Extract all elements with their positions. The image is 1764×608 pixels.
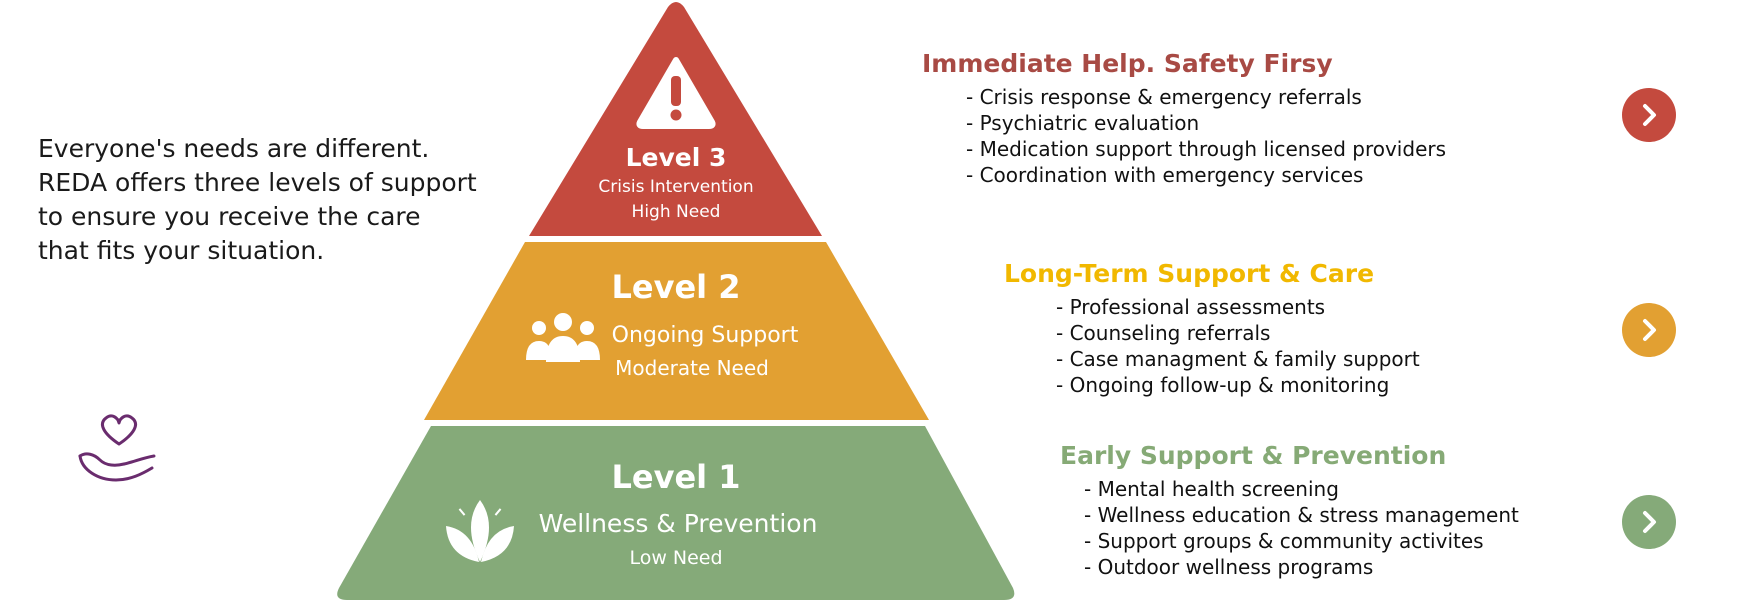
list-item: - Medication support through licensed pr…: [966, 137, 1447, 161]
list-item: - Psychiatric evaluation: [966, 111, 1200, 135]
list-item: - Support groups & community activites: [1084, 529, 1484, 553]
list-item: - Mental health screening: [1084, 477, 1339, 501]
lotus-icon: [446, 500, 514, 562]
list-item: - Coordination with emergency services: [966, 163, 1364, 187]
intro-text: Everyone's needs are different. REDA off…: [38, 134, 477, 265]
level3-title: Level 3: [626, 143, 727, 172]
hand-heart-icon: [78, 414, 156, 482]
bullet-list-level2: - Professional assessments - Counseling …: [1056, 294, 1420, 398]
section-long-term-support: Long-Term Support & Care - Professional …: [1004, 258, 1420, 398]
level3-arrow-button[interactable]: [1622, 88, 1676, 142]
level2-line1: Ongoing Support: [612, 323, 799, 348]
list-item: - Ongoing follow-up & monitoring: [1056, 373, 1390, 397]
level2-line2: Moderate Need: [615, 356, 769, 380]
chevron-right-icon: [1643, 511, 1656, 533]
level1-line2: Low Need: [629, 547, 722, 569]
level2-title: Level 2: [611, 268, 740, 306]
pyramid-level-1: Level 1 Wellness & Prevention Low Need: [337, 426, 1015, 600]
chevron-right-icon: [1643, 319, 1656, 341]
warning-icon: [636, 57, 716, 129]
section-early-support: Early Support & Prevention - Mental heal…: [1060, 440, 1519, 580]
list-item: - Professional assessments: [1056, 295, 1326, 319]
people-icon: [526, 313, 600, 362]
bullet-list-level3: - Crisis response & emergency referrals …: [966, 84, 1446, 188]
list-item: - Outdoor wellness programs: [1084, 555, 1374, 579]
section-immediate-help: Immediate Help. Safety Firsy - Crisis re…: [922, 48, 1446, 188]
level2-arrow-button[interactable]: [1622, 303, 1676, 357]
list-item: - Case managment & family support: [1056, 347, 1420, 371]
pyramid-level-2: Level 2 Ongoing Support Moderate Need: [424, 242, 929, 420]
list-item: - Crisis response & emergency referrals: [966, 85, 1362, 109]
level3-line2: High Need: [632, 202, 721, 222]
list-item: - Counseling referrals: [1056, 321, 1271, 345]
level1-title: Level 1: [611, 458, 740, 496]
level1-line1: Wellness & Prevention: [539, 509, 818, 538]
level1-arrow-button[interactable]: [1622, 495, 1676, 549]
level3-line1: Crisis Intervention: [598, 177, 753, 197]
section-title-level1: Early Support & Prevention: [1060, 441, 1447, 470]
chevron-right-icon: [1643, 104, 1656, 126]
bullet-list-level1: - Mental health screening - Wellness edu…: [1084, 476, 1519, 580]
section-title-level2: Long-Term Support & Care: [1004, 259, 1375, 288]
section-title-level3: Immediate Help. Safety Firsy: [922, 49, 1333, 78]
pyramid-level-3: Level 3 Crisis Intervention High Need: [529, 2, 822, 236]
list-item: - Wellness education & stress management: [1084, 503, 1519, 527]
